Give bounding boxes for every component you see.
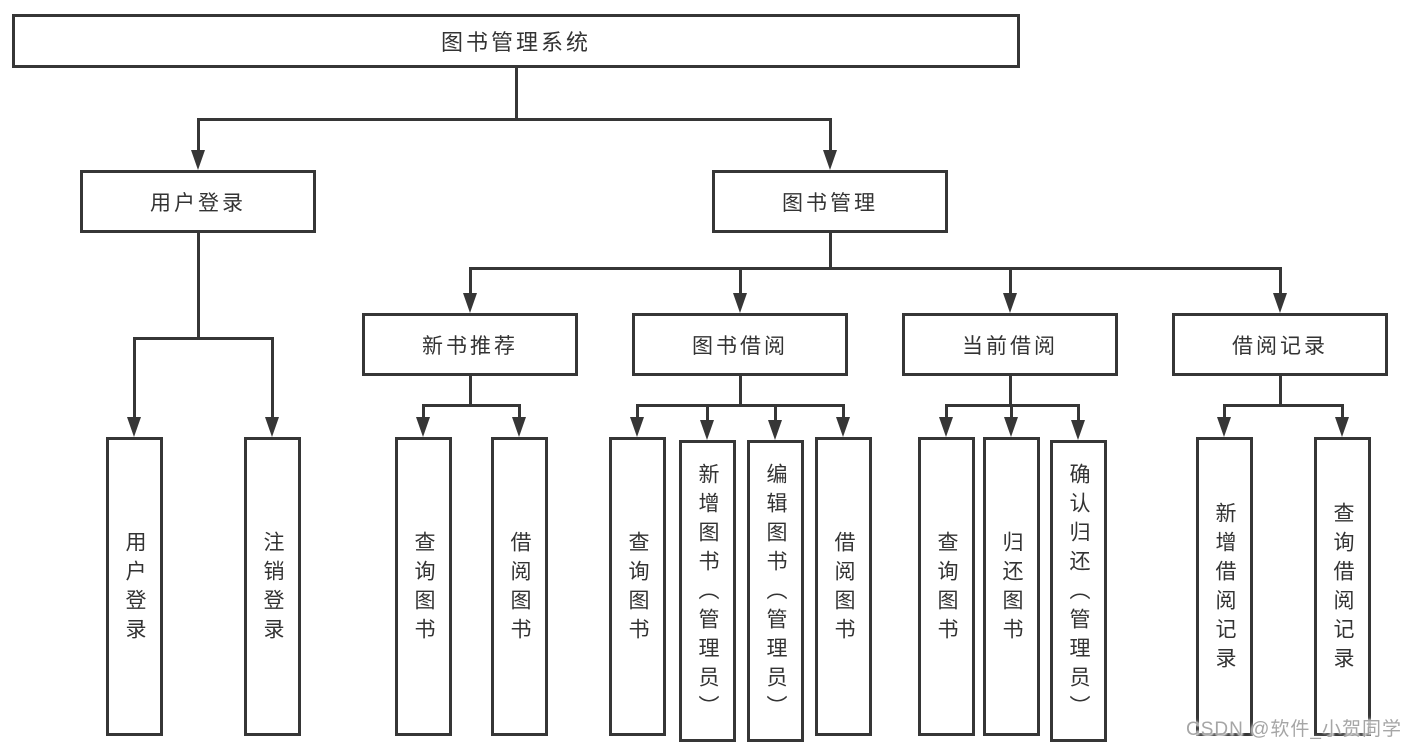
connector-drop — [636, 404, 639, 419]
connector-userlogin-rail — [133, 337, 274, 340]
node-label: 图书管理系统 — [440, 30, 591, 55]
arrowhead-down-icon — [191, 150, 205, 170]
leaf-query-borrow-record: 查询借阅记录 — [1314, 437, 1371, 736]
connector-drop-book-management — [829, 118, 832, 152]
connector-drop — [518, 404, 521, 419]
node-root-library-system: 图书管理系统 — [12, 14, 1020, 68]
connector-drop — [706, 404, 709, 422]
connector-borrowing-stem — [739, 376, 742, 407]
arrowhead-down-icon — [733, 293, 747, 313]
leaf-return-books: 归还图书 — [983, 437, 1040, 736]
leaf-add-borrow-record: 新增借阅记录 — [1196, 437, 1253, 736]
arrowhead-down-icon — [700, 420, 714, 440]
connector-root-stem — [515, 68, 518, 120]
connector-drop-current-borrowing — [1009, 267, 1012, 295]
connector-drop-borrowing-records — [1279, 267, 1282, 295]
node-label: 新增图书（管理员） — [696, 462, 719, 724]
node-label: 归还图书 — [1000, 530, 1023, 647]
leaf-edit-books-admin: 编辑图书（管理员） — [747, 440, 804, 742]
node-book-management: 图书管理 — [712, 170, 948, 233]
arrowhead-down-icon — [939, 417, 953, 437]
node-label: 图书借阅 — [692, 334, 788, 358]
connector-drop — [774, 404, 777, 422]
leaf-query-books-borrowing: 查询图书 — [609, 437, 666, 736]
arrowhead-down-icon — [823, 150, 837, 170]
node-label: 查询图书 — [935, 530, 958, 647]
leaf-add-books-admin: 新增图书（管理员） — [679, 440, 736, 742]
connector-drop — [945, 404, 948, 419]
connector-drop — [842, 404, 845, 419]
node-label: 用户登录 — [123, 530, 146, 647]
node-label: 借阅图书 — [832, 530, 855, 647]
connector-drop — [1341, 404, 1344, 419]
arrowhead-down-icon — [1004, 417, 1018, 437]
node-book-borrowing: 图书借阅 — [632, 313, 848, 376]
connector-drop-userlogin-leaf — [133, 337, 136, 419]
connector-bookmgmt-rail — [469, 267, 1282, 270]
connector-records-stem — [1279, 376, 1282, 407]
node-label: 用户登录 — [150, 191, 246, 215]
arrowhead-down-icon — [127, 417, 141, 437]
connector-records-rail — [1223, 404, 1344, 407]
node-label: 查询图书 — [412, 530, 435, 647]
arrowhead-down-icon — [1217, 417, 1231, 437]
connector-drop — [422, 404, 425, 419]
node-label: 借阅图书 — [508, 530, 531, 647]
connector-drop — [1010, 404, 1013, 419]
arrowhead-down-icon — [630, 417, 644, 437]
node-label: 当前借阅 — [962, 334, 1058, 358]
connector-newbook-rail — [422, 404, 521, 407]
arrowhead-down-icon — [512, 417, 526, 437]
node-user-login: 用户登录 — [80, 170, 316, 233]
connector-drop — [1223, 404, 1226, 419]
connector-drop-book-borrowing — [739, 267, 742, 295]
arrowhead-down-icon — [265, 417, 279, 437]
leaf-logout: 注销登录 — [244, 437, 301, 736]
connector-bookmgmt-stem — [829, 233, 832, 270]
leaf-borrow-books-recommend: 借阅图书 — [491, 437, 548, 736]
leaf-user-login: 用户登录 — [106, 437, 163, 736]
connector-userlogin-stem — [197, 233, 200, 340]
arrowhead-down-icon — [1071, 420, 1085, 440]
connector-drop-logout-leaf — [271, 337, 274, 419]
node-label: 新增借阅记录 — [1213, 501, 1236, 676]
node-label: 确认归还（管理员） — [1067, 462, 1090, 724]
arrowhead-down-icon — [463, 293, 477, 313]
arrowhead-down-icon — [1335, 417, 1349, 437]
node-label: 查询借阅记录 — [1331, 501, 1354, 676]
node-new-book-recommend: 新书推荐 — [362, 313, 578, 376]
arrowhead-down-icon — [768, 420, 782, 440]
node-label: 图书管理 — [782, 191, 878, 215]
node-label: 查询图书 — [626, 530, 649, 647]
node-borrowing-records: 借阅记录 — [1172, 313, 1388, 376]
connector-drop-user-login — [197, 118, 200, 152]
connector-newbook-stem — [469, 376, 472, 407]
node-label: 注销登录 — [261, 530, 284, 647]
connector-drop — [1077, 404, 1080, 422]
leaf-confirm-return-admin: 确认归还（管理员） — [1050, 440, 1107, 742]
connector-current-stem — [1009, 376, 1012, 407]
node-current-borrowing: 当前借阅 — [902, 313, 1118, 376]
connector-drop-new-book — [469, 267, 472, 295]
leaf-query-books-recommend: 查询图书 — [395, 437, 452, 736]
node-label: 编辑图书（管理员） — [764, 462, 787, 724]
arrowhead-down-icon — [1003, 293, 1017, 313]
csdn-watermark: CSDN @软件_小贺同学 — [1186, 719, 1402, 740]
arrowhead-down-icon — [1273, 293, 1287, 313]
leaf-borrow-books-borrowing: 借阅图书 — [815, 437, 872, 736]
connector-borrowing-rail — [636, 404, 845, 407]
connector-root-rail — [197, 118, 832, 121]
node-label: 借阅记录 — [1232, 334, 1328, 358]
arrowhead-down-icon — [836, 417, 850, 437]
arrowhead-down-icon — [416, 417, 430, 437]
leaf-query-books-current: 查询图书 — [918, 437, 975, 736]
node-label: 新书推荐 — [422, 334, 518, 358]
